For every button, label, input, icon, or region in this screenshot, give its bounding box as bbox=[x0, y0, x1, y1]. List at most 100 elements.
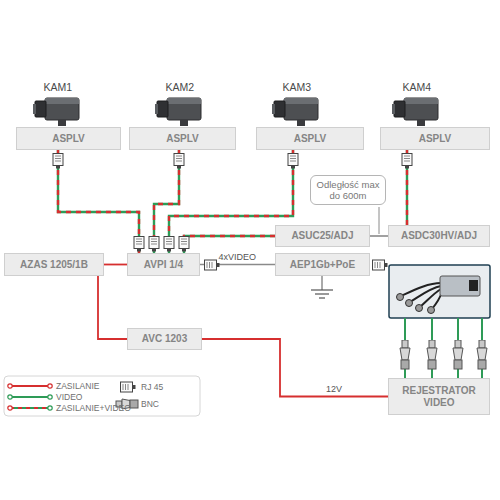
ground-symbol bbox=[322, 276, 323, 290]
rj45-plug bbox=[402, 154, 412, 169]
cable bbox=[98, 276, 127, 339]
device-box: ASPLV bbox=[380, 127, 490, 150]
cable bbox=[184, 236, 275, 253]
legend-text: ZASILANIE+VIDEO bbox=[56, 403, 131, 413]
legend-text: RJ 45 bbox=[141, 382, 163, 392]
device-box: ASPLV bbox=[16, 127, 121, 150]
device-box: AVPI 1/4 bbox=[127, 253, 200, 276]
camera-label: KAM1 bbox=[44, 81, 73, 93]
device-name: ASUC25/ADJ bbox=[291, 230, 353, 242]
device-name: Odległość max do 600m bbox=[314, 179, 382, 201]
camera-icon bbox=[392, 98, 438, 126]
rj45-plug bbox=[134, 237, 144, 252]
legend-text: BNC bbox=[141, 399, 159, 409]
legend-samples bbox=[10, 407, 50, 409]
cable-line bbox=[370, 235, 388, 237]
bnc-plug bbox=[453, 340, 463, 369]
balun-picture bbox=[410, 286, 441, 302]
device-name: AVC 1203 bbox=[142, 333, 187, 345]
bnc-plug bbox=[477, 340, 487, 369]
legend-samples bbox=[10, 385, 50, 387]
device-name: REJESTRATOR VIDEO bbox=[393, 385, 485, 409]
device-box: ASPLV bbox=[129, 127, 236, 150]
cable bbox=[58, 150, 139, 253]
cable-line bbox=[58, 150, 139, 253]
balun-picture bbox=[428, 307, 435, 314]
ground-symbol bbox=[319, 297, 325, 298]
leader-line bbox=[379, 207, 380, 234]
camera-label: KAM3 bbox=[283, 81, 312, 93]
cable-line bbox=[184, 236, 275, 253]
device-box: AEP1Gb+PoE bbox=[275, 253, 370, 276]
legend-samples bbox=[8, 406, 12, 410]
balun-picture bbox=[389, 265, 490, 318]
ground-symbol bbox=[315, 293, 329, 294]
rj45-plug bbox=[288, 154, 298, 169]
cable-label: 4xVIDEO bbox=[217, 252, 259, 263]
device-box: ASUC25/ADJ bbox=[275, 225, 370, 247]
balun-picture bbox=[469, 280, 478, 291]
cable-line bbox=[98, 276, 127, 339]
legend-text: ZASILANIE bbox=[56, 381, 99, 391]
device-box: AVC 1203 bbox=[127, 328, 202, 350]
camera-icon bbox=[272, 98, 318, 126]
rj45-plug bbox=[179, 237, 189, 252]
bnc-plug bbox=[400, 340, 410, 369]
balun-picture bbox=[389, 265, 490, 318]
cable bbox=[370, 236, 388, 237]
balun-picture bbox=[420, 289, 441, 307]
camera-label: KAM2 bbox=[166, 81, 195, 93]
cable bbox=[202, 339, 388, 397]
balun-picture bbox=[440, 276, 480, 296]
device-name: AEP1Gb+PoE bbox=[290, 259, 355, 271]
camera-icons bbox=[33, 98, 438, 126]
distance-callout: Odległość max do 600m bbox=[310, 175, 386, 205]
rj45-plug bbox=[174, 154, 184, 169]
recorder-box: REJESTRATOR VIDEO bbox=[388, 378, 490, 415]
rj45-plug bbox=[373, 260, 388, 270]
video-wires bbox=[400, 318, 487, 378]
device-name: ASPLV bbox=[419, 133, 452, 145]
device-name: AVPI 1/4 bbox=[144, 259, 183, 271]
device-box: AZAS 1205/1B bbox=[4, 253, 104, 276]
device-name: AZAS 1205/1B bbox=[20, 259, 88, 271]
cable-line bbox=[202, 339, 388, 397]
cable-label: 12V bbox=[324, 384, 344, 395]
cable-line bbox=[184, 236, 275, 253]
cable-line bbox=[58, 150, 139, 253]
rj45-plug bbox=[53, 154, 63, 169]
device-name: ASPLV bbox=[166, 133, 199, 145]
device-box: ASDC30HV/ADJ bbox=[388, 225, 490, 247]
rj45-plug bbox=[164, 237, 174, 252]
legend-samples bbox=[48, 384, 52, 388]
legend-samples bbox=[10, 396, 50, 398]
device-name: ASPLV bbox=[294, 133, 327, 145]
device-name: ASPLV bbox=[52, 133, 85, 145]
legend-text: VIDEO bbox=[56, 392, 82, 402]
bnc-plug bbox=[427, 340, 437, 369]
rj45-plug bbox=[149, 237, 159, 252]
legend-frame bbox=[4, 376, 200, 416]
bnc-icon bbox=[130, 400, 138, 408]
camera-icon bbox=[155, 98, 201, 126]
cable bbox=[104, 264, 127, 265]
balun-picture bbox=[416, 305, 423, 312]
legend-samples bbox=[8, 395, 12, 399]
camera-icon bbox=[33, 98, 79, 126]
cable-line bbox=[104, 264, 127, 266]
legend-samples bbox=[48, 406, 52, 410]
legend-samples bbox=[10, 407, 50, 409]
rj45-icon bbox=[121, 382, 136, 392]
legend-frame bbox=[4, 376, 200, 416]
leader-line bbox=[379, 207, 380, 234]
balun-picture bbox=[406, 300, 413, 307]
legend-samples bbox=[48, 395, 52, 399]
device-box: ASPLV bbox=[256, 127, 364, 150]
ground-symbol bbox=[311, 289, 333, 290]
legend-samples bbox=[8, 384, 12, 388]
device-name: ASDC30HV/ADJ bbox=[401, 230, 477, 242]
